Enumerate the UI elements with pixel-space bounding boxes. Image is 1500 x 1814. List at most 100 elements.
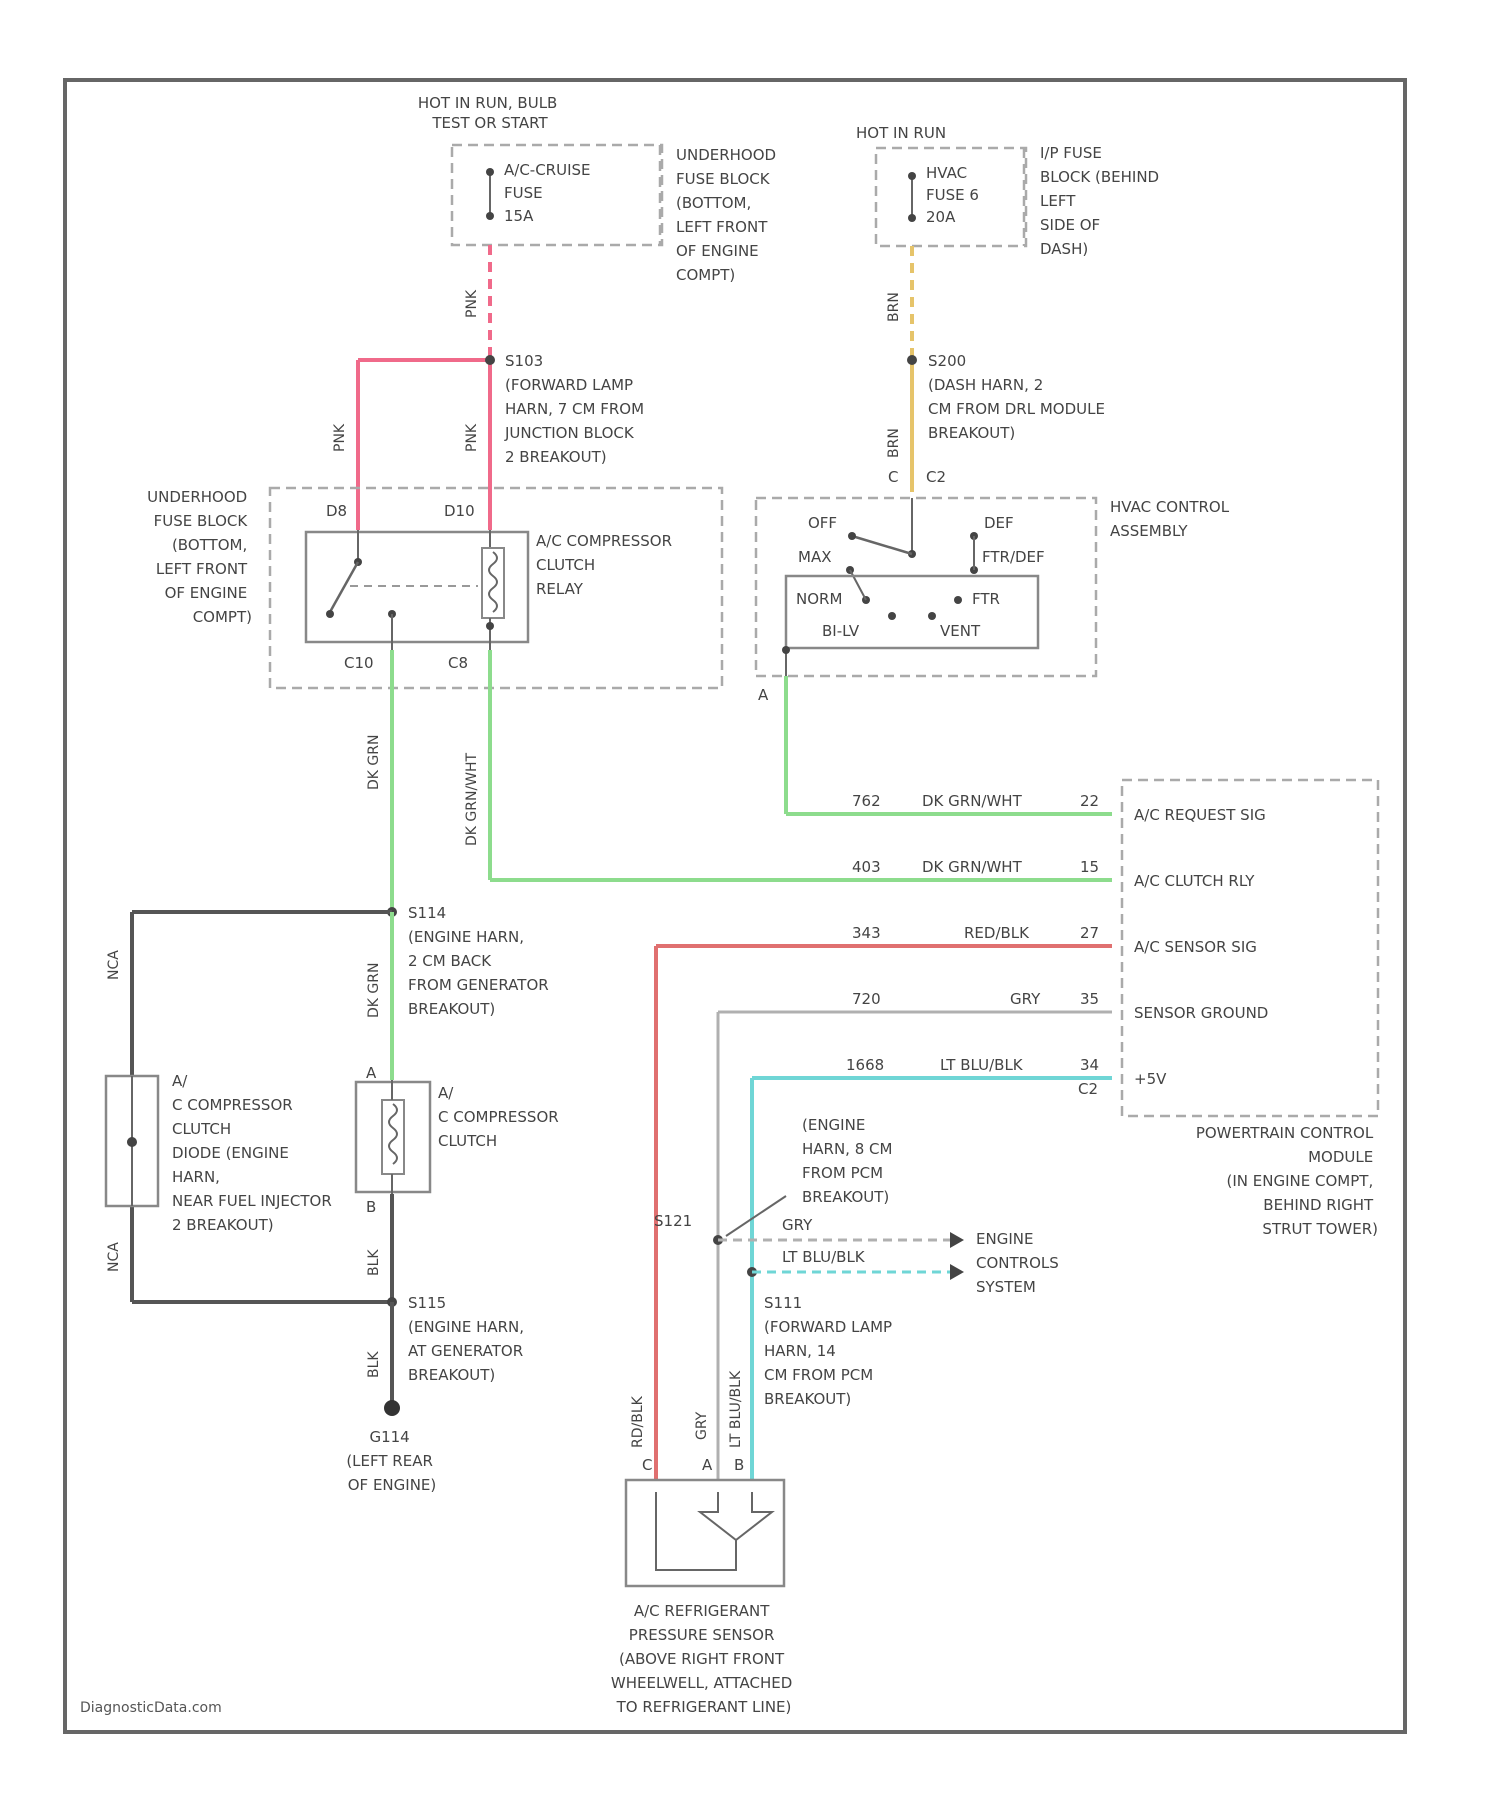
- s114-label: S114 (ENGINE HARN, 2 CM BACK FROM GENERA…: [408, 904, 553, 1018]
- pnk-wire-label-2: PNK: [332, 423, 348, 452]
- hvac-control-outline: [756, 498, 1096, 676]
- pnk-wire-label-1: PNK: [464, 289, 480, 318]
- s121-description: (ENGINE HARN, 8 CM FROM PCM BREAKOUT): [802, 1116, 897, 1206]
- pcm-row-pin: 34: [1080, 1056, 1099, 1074]
- hvac-contact-off: [848, 532, 856, 540]
- hvac-pin-c: C: [888, 468, 898, 486]
- pcm-row-name: A/C SENSOR SIG: [1134, 938, 1257, 956]
- hvac-mode-vent: VENT: [940, 622, 981, 640]
- blk-label-2: BLK: [366, 1351, 382, 1378]
- pcm-row-pin: 15: [1080, 858, 1099, 876]
- left-power-header: HOT IN RUN, BULB TEST OR START: [418, 94, 562, 132]
- hvac-mode-bi-lv: BI-LV: [822, 622, 860, 640]
- s111-label: S111 (FORWARD LAMP HARN, 14 CM FROM PCM …: [764, 1294, 897, 1408]
- gry-vertical-label: GRY: [694, 1411, 710, 1440]
- dk-grn-label-2: DK GRN: [366, 963, 382, 1018]
- pcm-connector-c2: C2: [1078, 1080, 1098, 1098]
- dk-grn-label-1: DK GRN: [366, 735, 382, 790]
- s121-label: S121: [654, 1212, 692, 1230]
- rd-blk-vertical-label: RD/BLK: [630, 1395, 646, 1448]
- hvac-mode-max: MAX: [798, 548, 831, 566]
- pcm-row: 1668 LT BLU/BLK 34 +5V: [846, 1056, 1167, 1088]
- diagram-border: [65, 80, 1405, 1732]
- pcm-row-name: A/C REQUEST SIG: [1134, 806, 1266, 824]
- dk-grn-wht-label-vertical: DK GRN/WHT: [464, 752, 480, 846]
- s200-dot: [907, 355, 917, 365]
- lt-blu-blk-vertical-label: LT BLU/BLK: [728, 1370, 744, 1448]
- relay-pin-d8: D8: [326, 502, 347, 520]
- clutch-pin-a: A: [366, 1064, 377, 1082]
- relay-location: UNDERHOOD FUSE BLOCK (BOTTOM, LEFT FRONT…: [147, 488, 252, 626]
- pcm-row-circuit: 1668: [846, 1056, 884, 1074]
- pcm-label: POWERTRAIN CONTROL MODULE (IN ENGINE COM…: [1196, 1124, 1378, 1238]
- right-power-header: HOT IN RUN: [856, 124, 946, 142]
- pnk-wire-label-3: PNK: [464, 423, 480, 452]
- relay-coil-terminal: [486, 622, 494, 630]
- hvac-label: HVAC CONTROL ASSEMBLY: [1110, 498, 1234, 540]
- relay-coil: [482, 548, 504, 618]
- brn-wire-label-1: BRN: [886, 292, 902, 322]
- pcm-row-color: DK GRN/WHT: [922, 792, 1023, 810]
- sensor-pin-b: B: [734, 1456, 744, 1474]
- pcm-row-color: LT BLU/BLK: [940, 1056, 1024, 1074]
- sensor-pin-a: A: [702, 1456, 713, 1474]
- hvac-pin-a: A: [758, 686, 769, 704]
- right-fuse-bottom-terminal: [908, 214, 916, 222]
- pcm-row-color: GRY: [1010, 990, 1041, 1008]
- pcm-row-name: +5V: [1134, 1070, 1167, 1088]
- hvac-mode-ftr-def: FTR/DEF: [982, 548, 1045, 566]
- relay-label: A/C COMPRESSOR CLUTCH RELAY: [536, 532, 677, 598]
- diode-label: A/ C COMPRESSOR CLUTCH DIODE (ENGINE HAR…: [172, 1072, 337, 1234]
- pcm-row-pin: 35: [1080, 990, 1099, 1008]
- left-fuse-top-terminal: [486, 168, 494, 176]
- pcm-row-pin: 22: [1080, 792, 1099, 810]
- pcm-row: 720 GRY 35 SENSOR GROUND: [852, 990, 1268, 1022]
- relay-switch-contact: [326, 610, 334, 618]
- ecs-arrow-gry: [950, 1232, 964, 1248]
- pcm-row-circuit: 720: [852, 990, 881, 1008]
- left-fuse-bottom-terminal: [486, 212, 494, 220]
- sensor-symbol: [656, 1492, 772, 1570]
- s103-label: S103 (FORWARD LAMP HARN, 7 CM FROM JUNCT…: [504, 352, 649, 466]
- s115-label: S115 (ENGINE HARN, AT GENERATOR BREAKOUT…: [408, 1294, 529, 1384]
- clutch-pin-b: B: [366, 1198, 376, 1216]
- relay-pin-c8: C8: [448, 654, 468, 672]
- left-fuse-label: A/C-CRUISE FUSE 15A: [504, 161, 595, 225]
- pcm-row: 403 DK GRN/WHT 15 A/C CLUTCH RLY: [852, 858, 1255, 890]
- hvac-max-link: [850, 570, 866, 600]
- ecs-label: ENGINE CONTROLS SYSTEM: [976, 1230, 1064, 1296]
- pcm-pin-rows: 762 DK GRN/WHT 22 A/C REQUEST SIG 403 DK…: [846, 792, 1268, 1088]
- relay-coil-winding: [489, 552, 497, 612]
- nca-label-1: NCA: [106, 950, 122, 980]
- relay-pin-c10: C10: [344, 654, 374, 672]
- pcm-row-name: A/C CLUTCH RLY: [1134, 872, 1255, 890]
- relay-pin-d10: D10: [444, 502, 475, 520]
- hvac-mode-off: OFF: [808, 514, 837, 532]
- left-fuse-block: [452, 145, 662, 245]
- pcm-row-color: RED/BLK: [964, 924, 1030, 942]
- clutch-coil-winding: [389, 1104, 397, 1164]
- hvac-contact-vent: [928, 612, 936, 620]
- hvac-mode-norm: NORM: [796, 590, 842, 608]
- right-fuse-label: HVAC FUSE 6 20A: [926, 164, 984, 226]
- pcm-row-pin: 27: [1080, 924, 1099, 942]
- pcm-row: 762 DK GRN/WHT 22 A/C REQUEST SIG: [852, 792, 1266, 824]
- pcm-row-color: DK GRN/WHT: [922, 858, 1023, 876]
- pcm-row-circuit: 403: [852, 858, 881, 876]
- pcm-row: 343 RED/BLK 27 A/C SENSOR SIG: [852, 924, 1257, 956]
- pcm-row-circuit: 762: [852, 792, 881, 810]
- right-fuse-location: I/P FUSE BLOCK (BEHIND LEFT SIDE OF DASH…: [1040, 144, 1164, 258]
- diode-symbol-dot: [127, 1137, 137, 1147]
- nca-label-2: NCA: [106, 1242, 122, 1272]
- left-fuse-location: UNDERHOOD FUSE BLOCK (BOTTOM, LEFT FRONT…: [676, 146, 781, 284]
- pcm-row-circuit: 343: [852, 924, 881, 942]
- brn-wire-label-2: BRN: [886, 428, 902, 458]
- right-fuse-top-terminal: [908, 172, 916, 180]
- s121-leader: [726, 1196, 786, 1236]
- ecs-lt-blu-blk-label: LT BLU/BLK: [782, 1248, 866, 1266]
- sensor-label: A/C REFRIGERANT PRESSURE SENSOR (ABOVE R…: [611, 1602, 797, 1716]
- s200-label: S200 (DASH HARN, 2 CM FROM DRL MODULE BR…: [928, 352, 1110, 442]
- footer-watermark: DiagnosticData.com: [80, 1700, 222, 1716]
- ecs-arrow-lt-blu: [950, 1264, 964, 1280]
